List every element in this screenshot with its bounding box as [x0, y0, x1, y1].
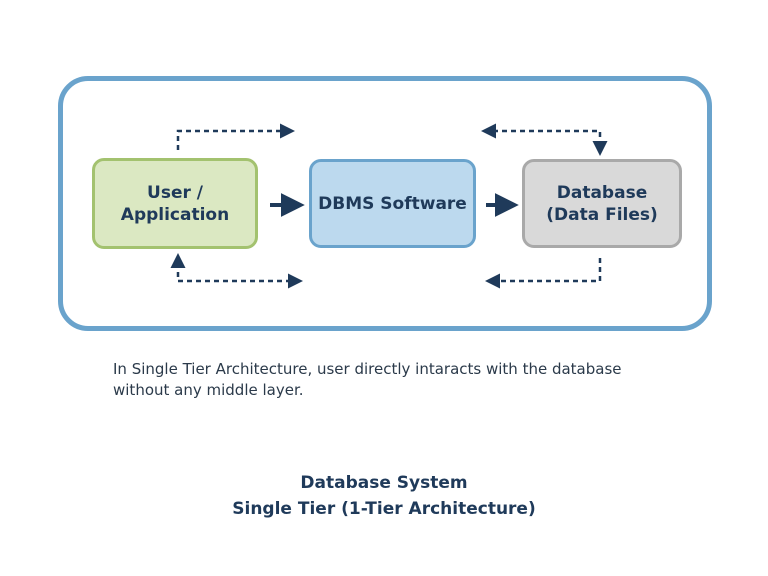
dbms-software-label: DBMS Software — [318, 193, 467, 214]
caption-line-1: In Single Tier Architecture, user direct… — [113, 360, 622, 378]
caption: In Single Tier Architecture, user direct… — [113, 359, 693, 401]
database-label: Database (Data Files) — [546, 182, 658, 225]
dbms-software-node: DBMS Software — [309, 159, 476, 248]
page-title: Database System Single Tier (1-Tier Arch… — [0, 470, 768, 522]
caption-line-2: without any middle layer. — [113, 381, 304, 399]
database-node: Database (Data Files) — [522, 159, 682, 248]
user-application-node: User / Application — [92, 158, 258, 249]
title-line-2: Single Tier (1-Tier Architecture) — [232, 499, 536, 519]
title-line-1: Database System — [300, 473, 468, 493]
user-application-label: User / Application — [120, 182, 230, 225]
